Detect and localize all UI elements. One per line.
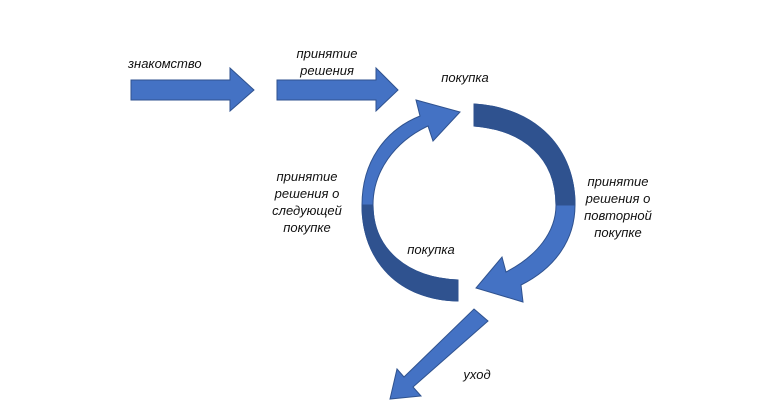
label-purchase-top: покупка — [441, 70, 489, 85]
arrow-introduction — [130, 66, 255, 113]
arrow-leave — [389, 308, 489, 400]
curved-arrow-left-shade — [361, 204, 459, 302]
arrow-decision — [276, 66, 399, 113]
label-decision: принятие решения — [296, 46, 358, 78]
label-decision-next: принятие решения о следующей покупке — [272, 169, 342, 235]
label-decision-repeat: принятие решения о повторной покупке — [584, 174, 652, 240]
label-introduction: знакомство — [128, 56, 202, 71]
curved-arrow-right-shade — [473, 103, 576, 206]
label-purchase-bottom: покупка — [407, 242, 455, 257]
label-leave: уход — [463, 367, 491, 382]
